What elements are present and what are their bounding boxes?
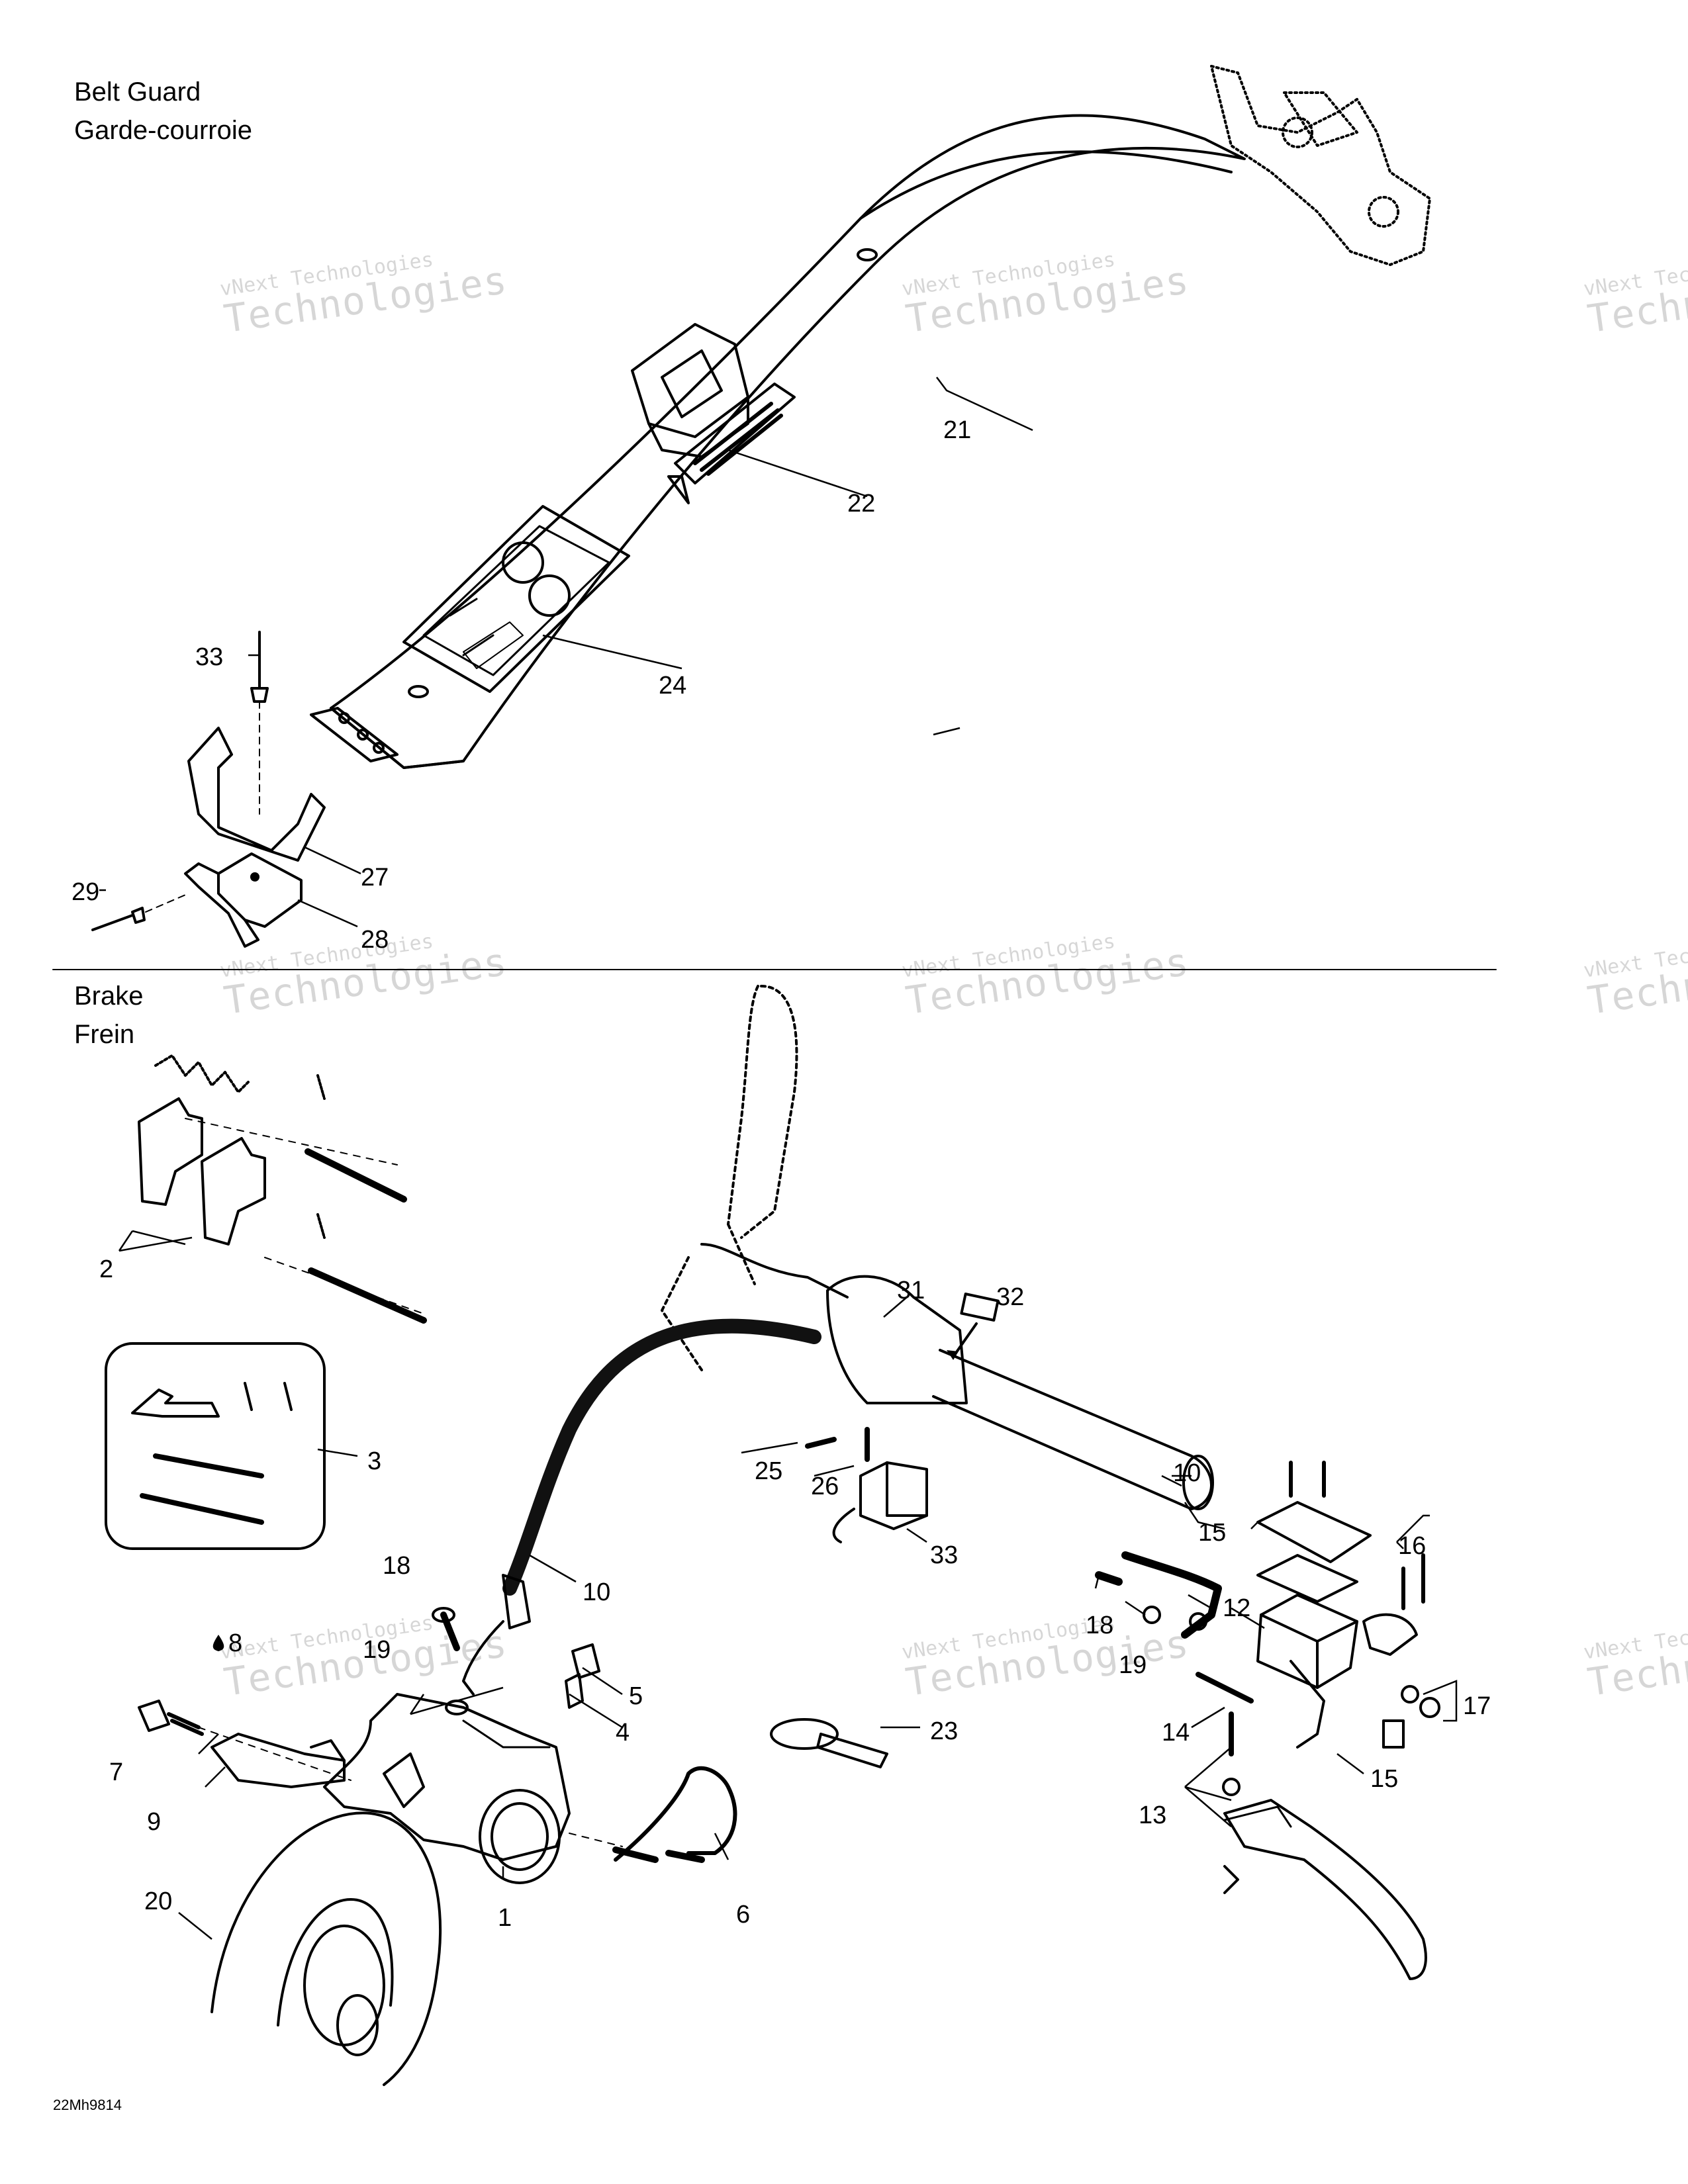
washer-left-a xyxy=(432,1607,455,1623)
decal-32 xyxy=(960,1293,1000,1322)
callout-11: 12 xyxy=(1223,1594,1250,1622)
belt-guard-title-fr: Garde-courroie xyxy=(74,116,253,145)
callout-numbers: 21 22 24 33 27 28 29 2 3 31 32 25 26 33 … xyxy=(71,416,1491,1932)
brake-lever xyxy=(1222,1711,1427,1980)
callout-29: 29 xyxy=(71,878,99,906)
brake-hose xyxy=(462,1318,821,1696)
master-cylinder xyxy=(1256,1461,1372,1749)
callout-30: 33 xyxy=(195,643,223,671)
bracket-9 xyxy=(211,1733,346,1788)
brake-title-en: Brake xyxy=(74,981,144,1011)
callout-23: 23 xyxy=(930,1717,958,1745)
callout-25: 25 xyxy=(755,1457,782,1485)
decal-22 xyxy=(667,383,796,504)
decal-24 xyxy=(402,505,630,693)
callout-26: 26 xyxy=(811,1473,839,1500)
callout-9: 9 xyxy=(147,1808,161,1836)
rivet-29 xyxy=(91,893,189,931)
drop-icon xyxy=(212,1635,224,1651)
callout-13: 14 xyxy=(1162,1719,1190,1747)
brake-pads xyxy=(138,1054,266,1246)
hose-fitting-right xyxy=(1121,1551,1222,1639)
callout-6: 6 xyxy=(736,1901,750,1929)
callout-27: 27 xyxy=(361,864,389,891)
callout-14: 15 xyxy=(1370,1765,1398,1793)
throttle-housing xyxy=(700,1243,1214,1510)
callout-10-left: 10 xyxy=(583,1578,610,1606)
cable-tie-23 xyxy=(770,1718,888,1768)
callout-5: 5 xyxy=(629,1682,643,1710)
bracket-28 xyxy=(184,852,303,948)
callout-12: 13 xyxy=(1139,1801,1166,1829)
hose-6 xyxy=(569,1766,737,1863)
washer-17a xyxy=(1401,1685,1419,1704)
callout-3: 3 xyxy=(367,1447,381,1475)
clip-9 xyxy=(310,1739,346,1762)
callout-15: 15 xyxy=(1198,1519,1226,1547)
callout-1: 1 xyxy=(498,1904,512,1932)
brake-title: Brake Frein xyxy=(74,977,144,1054)
screw-25 xyxy=(805,1437,837,1449)
washer-right-b xyxy=(1189,1612,1207,1631)
callout-28: 28 xyxy=(361,926,389,954)
bleeder-4 xyxy=(565,1673,584,1709)
pad-kit-box xyxy=(105,1342,326,1550)
piston-13 xyxy=(1196,1672,1254,1704)
switch-33 xyxy=(832,1461,928,1543)
callout-20: 20 xyxy=(144,1888,172,1915)
callout-10-right: 10 xyxy=(1173,1459,1201,1487)
bolt-7 xyxy=(138,1700,352,1781)
bracket-27 xyxy=(187,727,326,862)
callout-8: 8 xyxy=(228,1629,242,1657)
callout-2: 2 xyxy=(99,1255,113,1283)
callout-31: 31 xyxy=(897,1277,925,1304)
decal-32-arrow xyxy=(952,1322,978,1358)
cap-5 xyxy=(571,1643,600,1679)
handlebar-reference xyxy=(661,985,798,1371)
callout-21: 21 xyxy=(943,416,971,444)
callout-4: 4 xyxy=(616,1719,630,1747)
callout-22: 22 xyxy=(847,490,875,518)
clamp-16 xyxy=(1362,1553,1425,1656)
callout-16: 16 xyxy=(1398,1532,1426,1560)
drawing-code: 22Mh9814 xyxy=(53,2097,122,2113)
brake-disc xyxy=(211,1811,442,2086)
callout-33: 33 xyxy=(930,1541,958,1569)
leader-lines xyxy=(99,377,1458,1940)
washer-right-a xyxy=(1143,1606,1161,1624)
callout-18-left: 18 xyxy=(383,1552,410,1580)
callout-24: 24 xyxy=(659,672,686,700)
brake-title-fr: Frein xyxy=(74,1020,135,1049)
callout-19-right: 19 xyxy=(1119,1651,1147,1679)
brake-caliper xyxy=(323,1693,571,1884)
rear-bracket-reference xyxy=(1210,65,1431,266)
arrow-icon xyxy=(947,1350,959,1360)
callout-7: 7 xyxy=(109,1758,123,1786)
pad-pins xyxy=(185,1074,427,1324)
bushing-17 xyxy=(1382,1719,1405,1749)
nut-17 xyxy=(1419,1697,1440,1718)
callout-32: 32 xyxy=(996,1283,1024,1311)
callout-17: 17 xyxy=(1463,1692,1491,1720)
belt-guard-title: Belt Guard Garde-courroie xyxy=(74,73,252,150)
callout-18-right: 18 xyxy=(1086,1612,1113,1639)
callout-19-left: 19 xyxy=(363,1636,391,1664)
pin-30 xyxy=(250,631,269,815)
belt-guard-title-en: Belt Guard xyxy=(74,77,201,107)
banjo-bolt-right xyxy=(1095,1571,1123,1586)
